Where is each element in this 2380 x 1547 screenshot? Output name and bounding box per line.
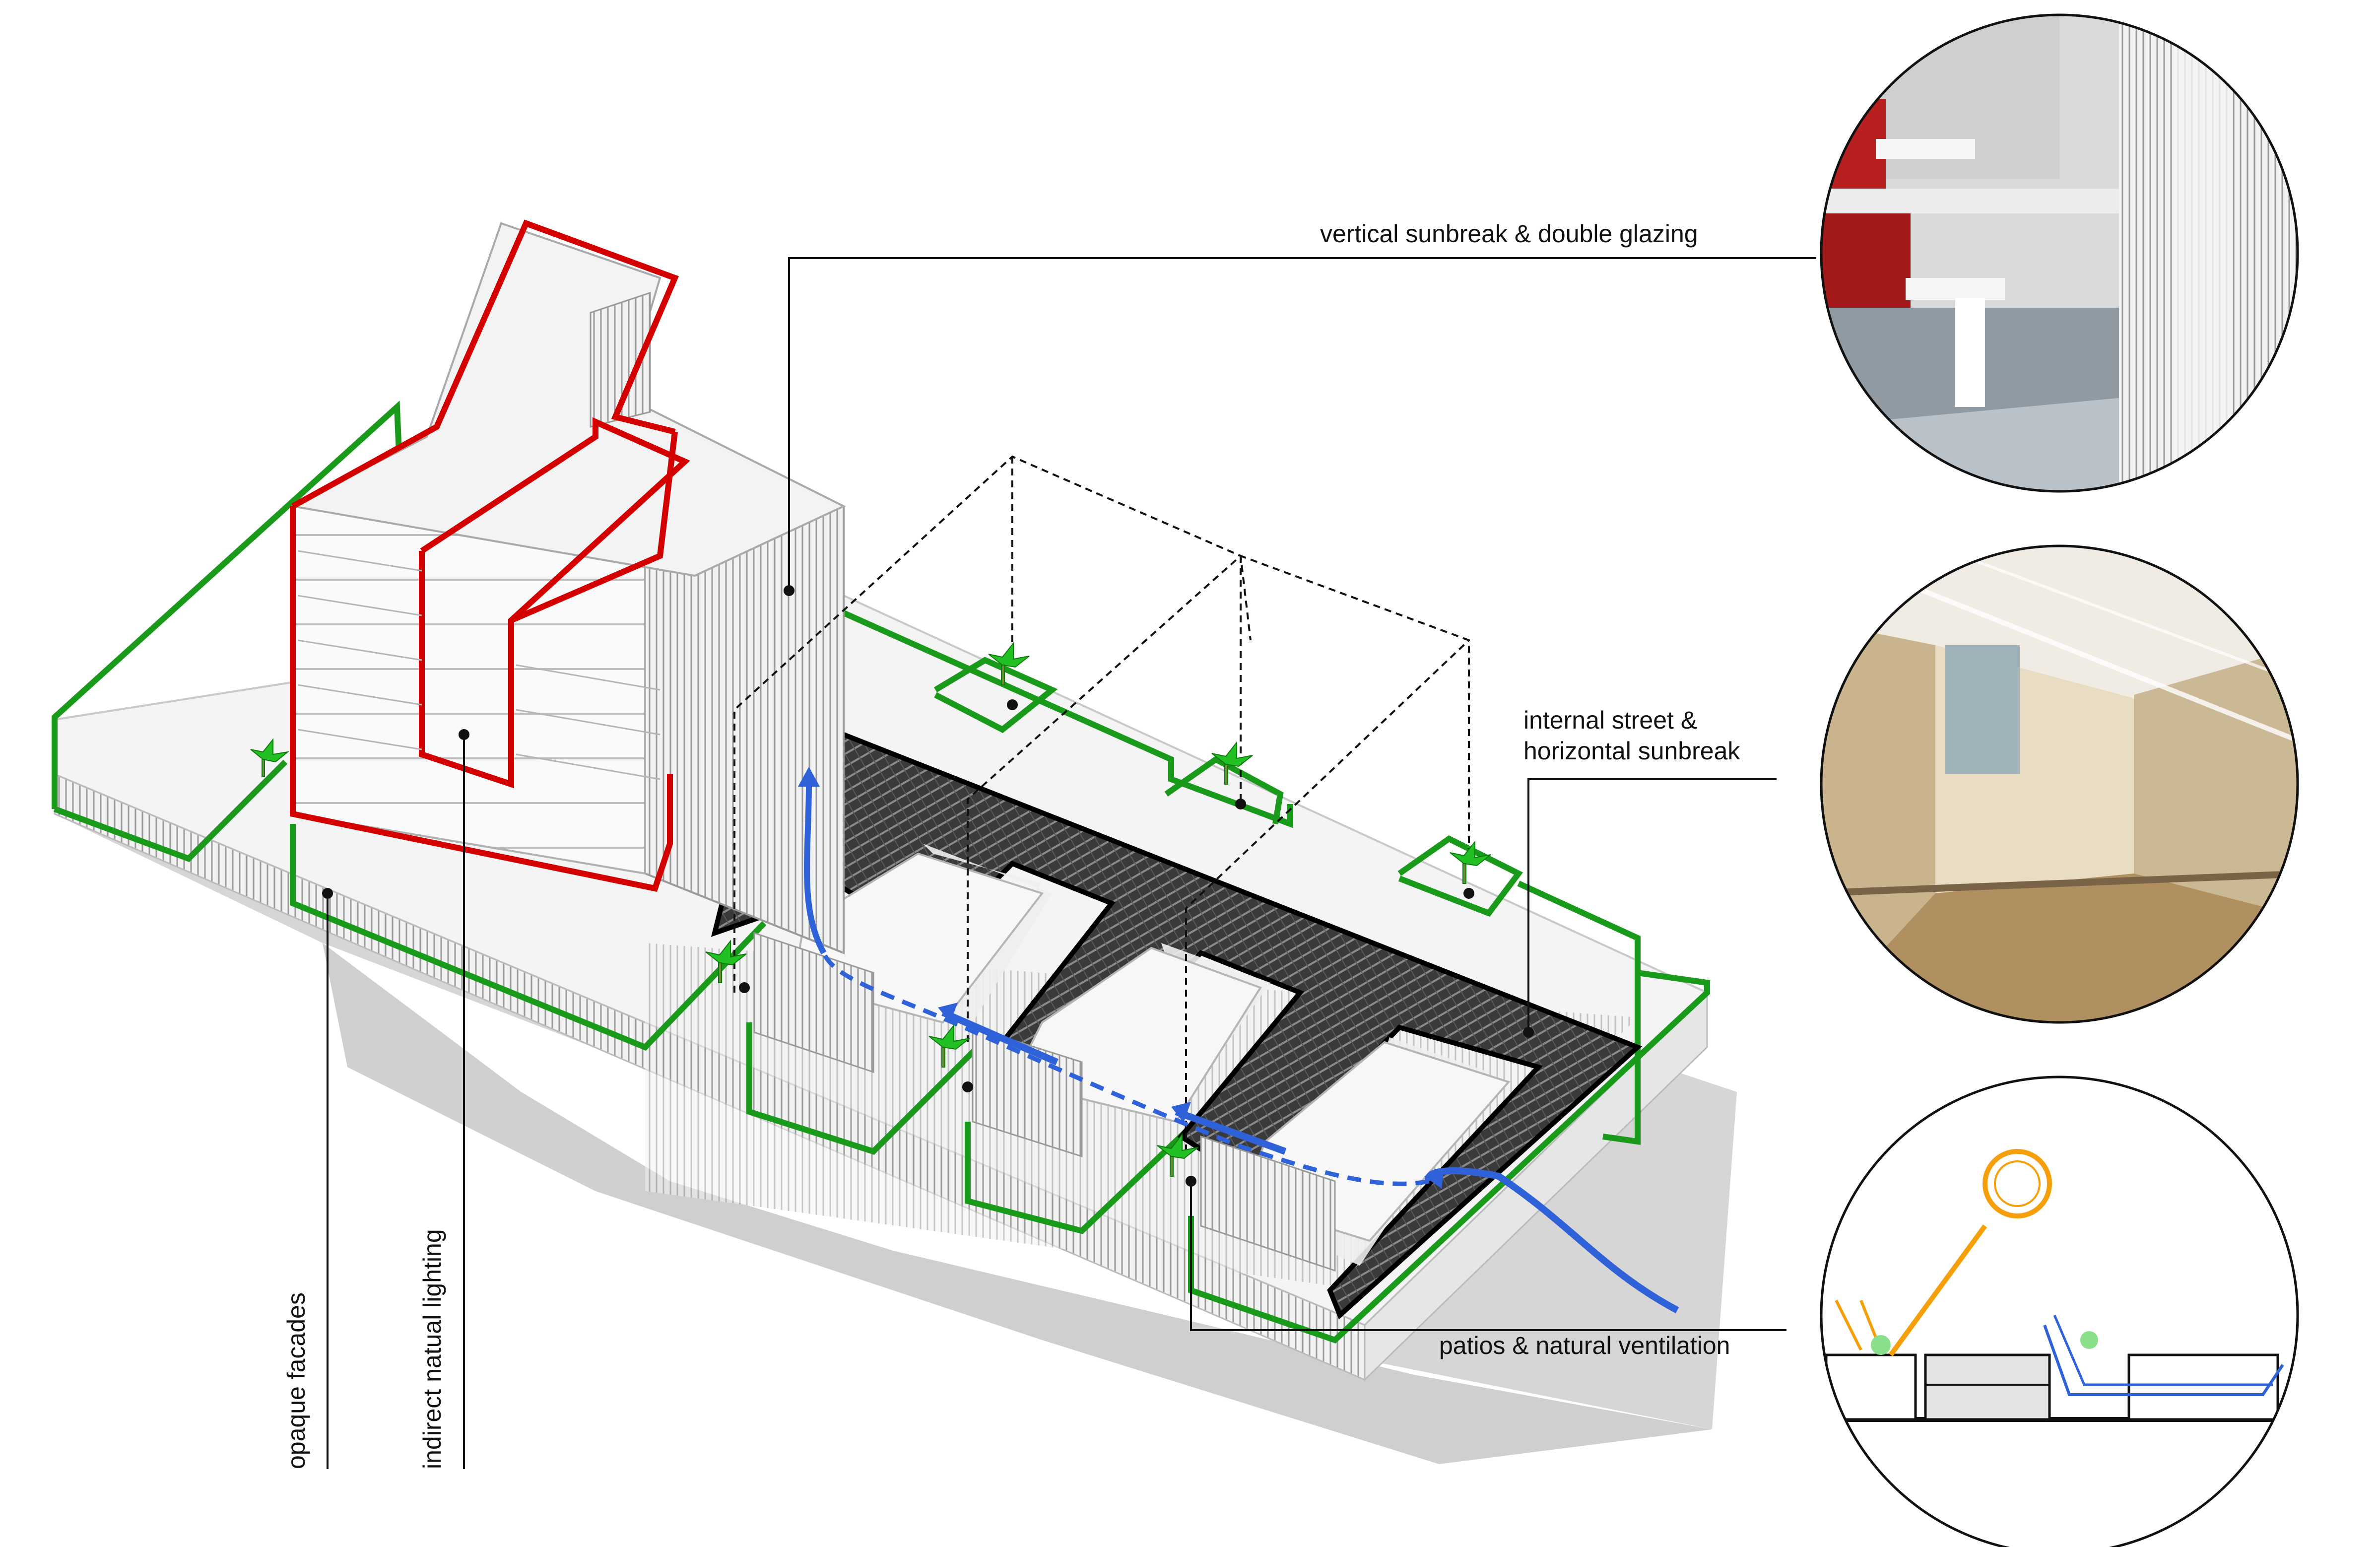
leader-lines	[327, 257, 1816, 1469]
detail-office-sunbreak	[1820, 13, 2299, 493]
detail-section-ventilation	[1820, 1076, 2299, 1547]
label-opaque-facades: opaque facades	[282, 1292, 310, 1469]
label-patios-ventilation: patios & natural ventilation	[1439, 1332, 1730, 1359]
office-tower	[289, 222, 846, 954]
label-indirect-lighting: indirect natual lighting	[418, 1229, 446, 1469]
label-internal-street: internal street & horizontal sunbreak	[1523, 705, 1740, 766]
tower-floor-lines	[297, 550, 661, 780]
label-sunbreak-glazing: vertical sunbreak & double glazing	[1320, 220, 1698, 248]
palm-tree-icon	[250, 642, 1491, 1177]
detail-internal-street	[1820, 544, 2299, 1024]
label-internal-street-line1: internal street &	[1523, 706, 1698, 734]
label-internal-street-line2: horizontal sunbreak	[1523, 737, 1740, 765]
airflow-arrows	[798, 767, 1679, 1314]
tower-outline	[290, 219, 690, 892]
leader-dots	[322, 585, 1534, 1187]
sun-icon	[1983, 1149, 2052, 1218]
